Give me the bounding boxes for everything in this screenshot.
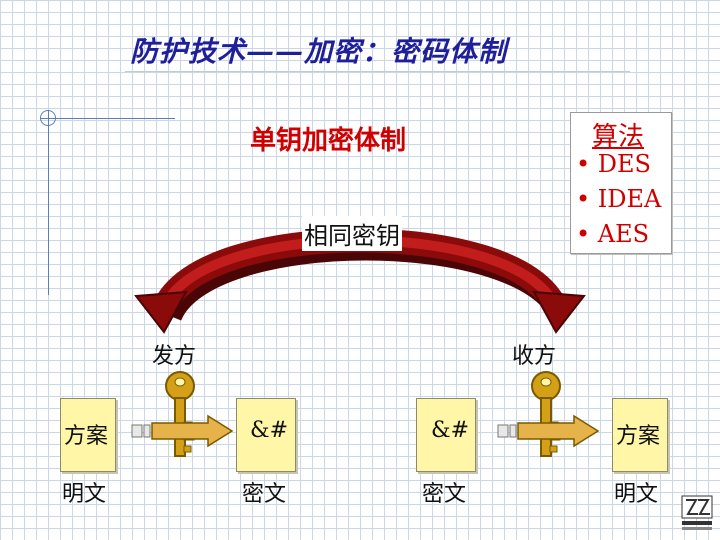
algorithm-item-idea: • IDEA <box>576 185 662 213</box>
right-arrow-icon <box>131 414 234 448</box>
decor-horizontal-line <box>40 118 175 119</box>
algorithm-box <box>570 112 672 254</box>
algorithm-title: 算法 <box>592 122 645 152</box>
ciphertext-document-left <box>236 398 296 472</box>
algorithm-item-des: • DES <box>576 150 651 178</box>
decor-vertical-line <box>48 110 49 295</box>
plaintext-label-right: 明文 <box>614 482 659 507</box>
decor-circle-icon <box>40 110 56 126</box>
plaintext-document-right-text: 方案 <box>616 424 661 449</box>
ciphertext-label-left: 密文 <box>242 482 287 507</box>
ciphertext-label-right: 密文 <box>422 482 467 507</box>
sender-label: 发方 <box>152 344 197 369</box>
right-arrow-icon <box>497 414 600 448</box>
plaintext-document-left <box>60 398 116 472</box>
corner-logo-icon <box>681 495 713 530</box>
plaintext-document-left-text: 方案 <box>64 424 109 449</box>
receiver-label: 收方 <box>512 344 557 369</box>
title-underline <box>125 71 630 72</box>
algorithm-item-aes: • AES <box>576 220 650 248</box>
plaintext-document-right <box>612 398 668 472</box>
ciphertext-document-left-text: &# <box>250 418 289 443</box>
slide-title: 防护技术——加密：密码体制 <box>130 35 508 68</box>
ciphertext-document-right <box>416 398 476 472</box>
plaintext-label-left: 明文 <box>62 482 107 507</box>
ciphertext-document-right-text: &# <box>431 418 470 443</box>
same-key-label: 相同密钥 <box>302 216 402 251</box>
slide-subtitle: 单钥加密体制 <box>250 126 407 156</box>
